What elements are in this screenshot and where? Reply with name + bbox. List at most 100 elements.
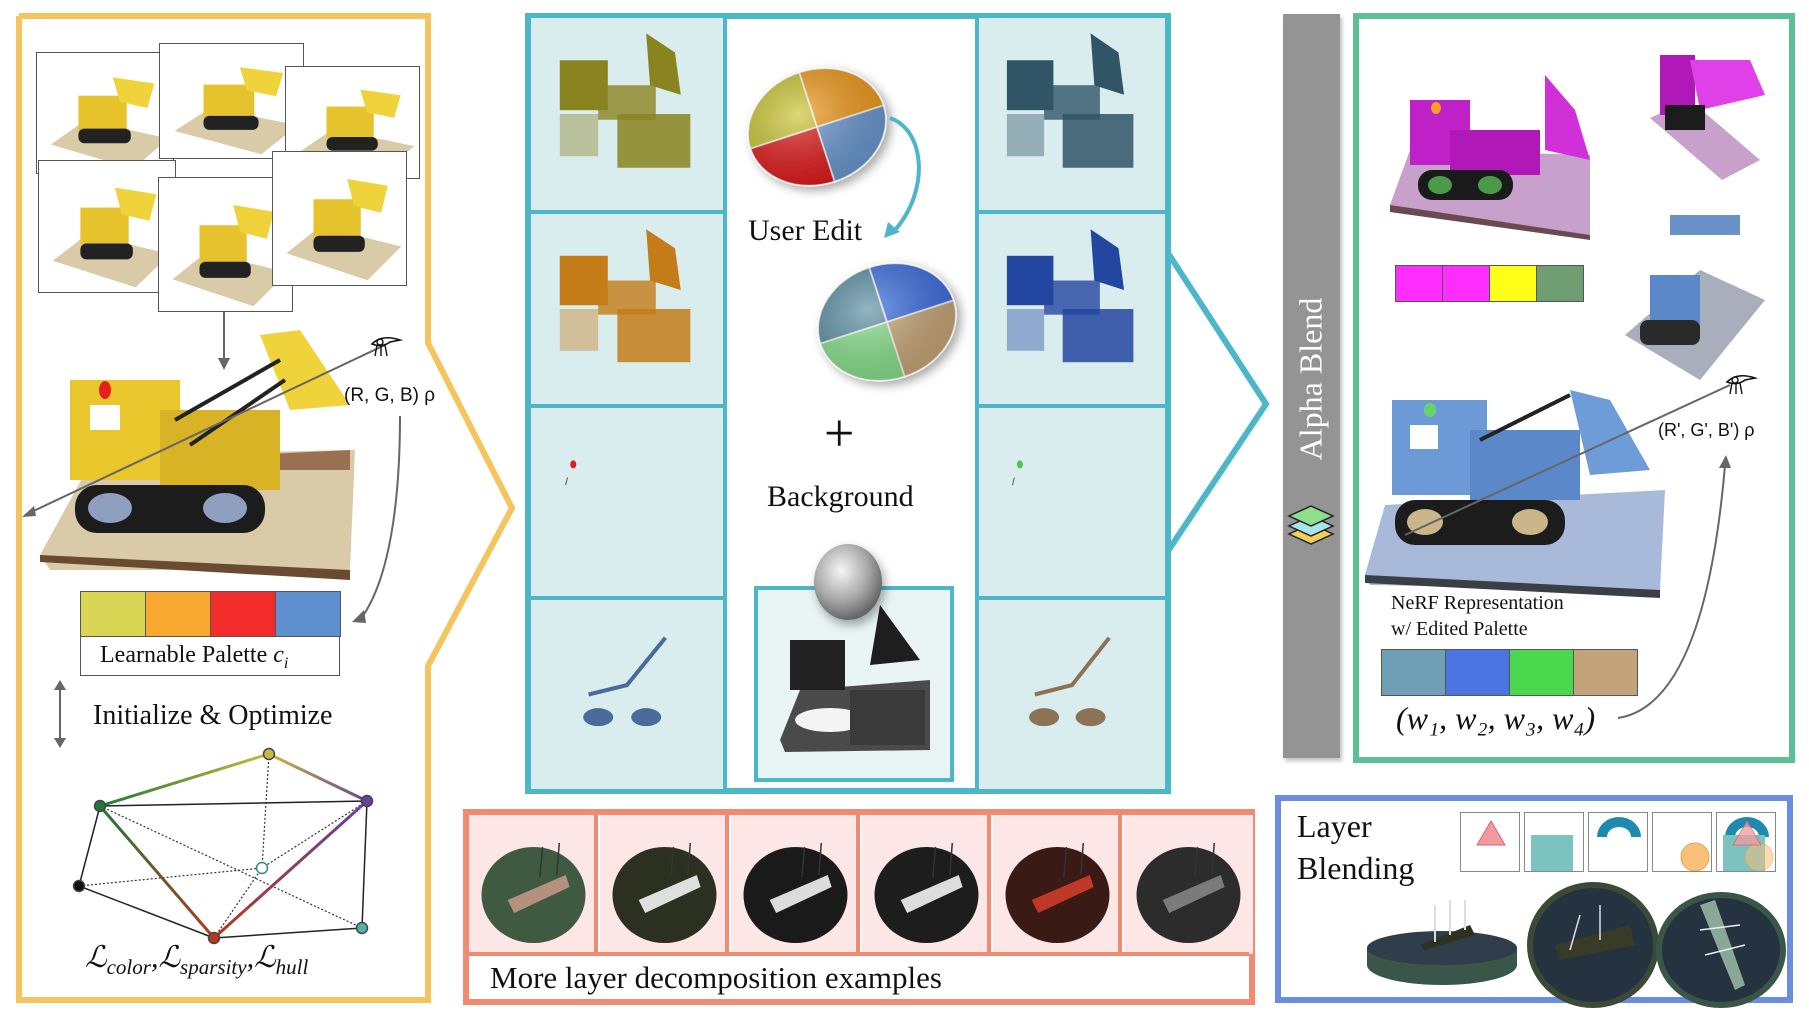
blending-shape-arch xyxy=(1588,812,1648,872)
input-view-photo xyxy=(36,52,174,174)
example-tile-red-ship-layer xyxy=(993,815,1122,954)
layer-tile-red-layer xyxy=(531,408,723,596)
blended-icon xyxy=(1723,817,1774,871)
triangle-icon xyxy=(1476,820,1506,846)
palette-caption-prefix: Learnable Palette xyxy=(100,642,274,668)
background-label: Background xyxy=(767,480,914,513)
palette-caption-var: c xyxy=(273,642,284,668)
ray-arrowhead xyxy=(22,506,36,517)
layer-tile-orange-layer xyxy=(531,214,723,404)
initialize-optimize-label: Initialize & Optimize xyxy=(93,700,333,731)
edited-top-swatch xyxy=(1536,265,1584,302)
ship-layer-render xyxy=(1136,842,1241,943)
photos-arrowhead xyxy=(218,358,230,370)
middle-chevron xyxy=(1165,251,1270,553)
ship-layer-render xyxy=(1005,842,1110,943)
weights-to-rgb-arrow xyxy=(1617,464,1726,719)
background-sphere xyxy=(814,544,882,620)
edited-top-swatch xyxy=(1489,265,1537,302)
learnable-palette-caption: Learnable Palette ci xyxy=(100,642,288,673)
edited-top-swatch xyxy=(1395,265,1443,302)
pie-sheen xyxy=(748,68,886,186)
example-tile-dark-blob-layer xyxy=(862,815,991,954)
user-edit-arrow xyxy=(889,116,921,232)
layer-blending-label-2: Blending xyxy=(1297,850,1415,886)
rgb-ray-label: (R, G, B) ρ xyxy=(344,385,435,407)
example-tile-full-scene xyxy=(469,815,598,954)
nerf-label-line2: w/ Edited Palette xyxy=(1391,618,1528,640)
edited-top-swatch xyxy=(1442,265,1490,302)
edited-palette xyxy=(1381,649,1638,696)
hull-edge-green-yellow xyxy=(99,752,270,808)
example-tile-black-outline-layer xyxy=(731,815,860,954)
loss-term: ℒcolor xyxy=(85,941,151,979)
ship-side-view xyxy=(1367,900,1517,985)
layer-render xyxy=(583,636,667,727)
loss-term: ℒsparsity xyxy=(158,941,247,979)
ship-layer-render xyxy=(481,842,586,943)
layer-render xyxy=(559,33,691,168)
background-excavator xyxy=(780,605,930,752)
example-tile-grey-layer xyxy=(1124,815,1253,954)
user-edit-label: User Edit xyxy=(748,214,863,247)
layer-render xyxy=(1006,33,1134,168)
layer-tile-yellow-layer xyxy=(531,18,723,210)
hull-vertices xyxy=(72,747,374,945)
rgb-arrowhead xyxy=(352,610,366,623)
layer-render xyxy=(559,229,691,363)
input-view-photo xyxy=(158,177,293,312)
edited-eye-icon xyxy=(1725,374,1759,395)
layers-icon xyxy=(1287,505,1335,545)
hull-dotted-edges xyxy=(78,753,368,939)
edited-palette-pie xyxy=(817,262,957,382)
hull-edge-yellow-purple xyxy=(268,752,368,803)
blending-shape-blended xyxy=(1716,812,1776,872)
hull-vertex-right xyxy=(360,794,374,808)
blending-shape-square xyxy=(1524,812,1584,872)
ship-top-view xyxy=(1527,882,1659,1008)
excavator-thumbnail xyxy=(174,67,298,155)
layer-tile-blue-layer xyxy=(979,214,1165,404)
hull-vertex-bottom-right xyxy=(355,921,369,935)
blue-excavator-view-2 xyxy=(1625,215,1765,380)
layer-render xyxy=(1006,229,1134,363)
loss-label: ℒcolor,ℒsparsity,ℒhull xyxy=(85,940,308,980)
loss-term-subscript: sparsity xyxy=(180,955,247,979)
eye-icon xyxy=(370,336,404,357)
ship-tilted-view xyxy=(1656,892,1786,1008)
user-edit-arrowhead xyxy=(884,222,900,238)
rgb-ray-text: (R, G, B) ρ xyxy=(344,385,436,406)
layer-render xyxy=(1029,636,1111,727)
magenta-excavator-render xyxy=(1390,75,1590,240)
hull-vertex-center xyxy=(255,861,269,875)
excavator-thumbnail xyxy=(50,77,169,169)
alpha-blend-bar: Alpha Blend xyxy=(1283,14,1340,758)
blending-shape-triangle xyxy=(1460,812,1520,872)
palette-swatch xyxy=(145,591,211,637)
plus-sign: + xyxy=(824,403,855,463)
edited-palette-swatch xyxy=(1509,649,1574,696)
square-icon xyxy=(1531,835,1573,871)
magenta-excavator-view-2 xyxy=(1650,55,1765,180)
original-palette-pie xyxy=(747,67,887,187)
layer-render xyxy=(1011,460,1023,486)
double-arrow-up xyxy=(54,680,66,690)
left-panel-border xyxy=(16,13,516,1003)
hull-solid-edges xyxy=(78,800,368,939)
pie-sheen xyxy=(818,263,956,381)
excavator-body xyxy=(70,330,350,490)
loss-term-subscript: color xyxy=(106,955,151,979)
arch-icon xyxy=(1597,817,1641,837)
loss-separator: , xyxy=(246,941,255,974)
palette-swatch xyxy=(80,591,146,637)
examples-divider xyxy=(469,952,1249,956)
excavator-thumbnail xyxy=(52,187,171,288)
blending-shape-circle xyxy=(1652,812,1712,872)
ship-layer-render xyxy=(743,842,848,943)
nerf-label-line1: NeRF Representation xyxy=(1391,592,1564,614)
input-view-photo xyxy=(159,43,304,159)
